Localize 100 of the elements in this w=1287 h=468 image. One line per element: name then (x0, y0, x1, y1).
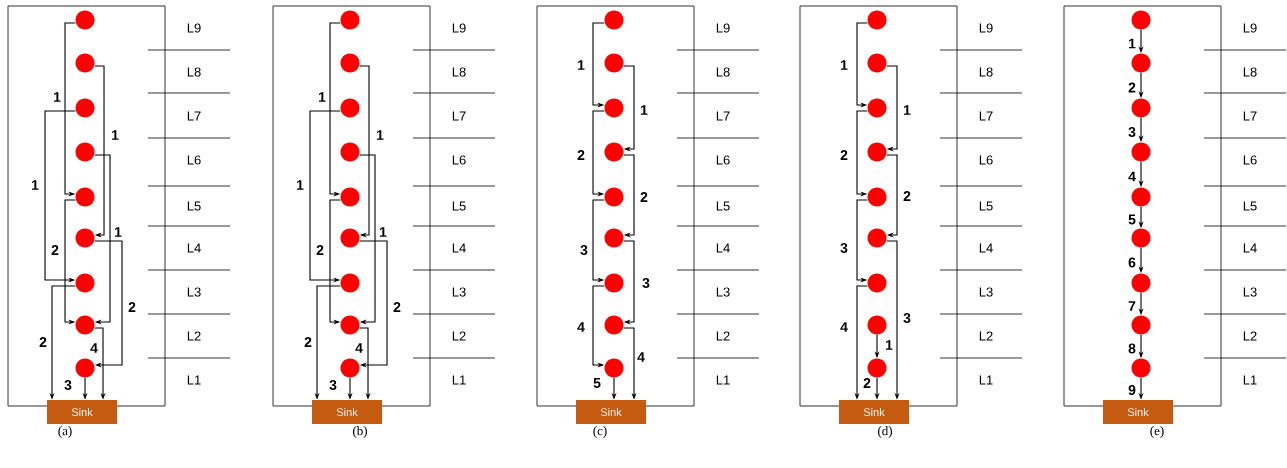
sensor-node (340, 98, 360, 118)
sensor-node (604, 53, 624, 73)
layer-label: L2 (1243, 331, 1257, 341)
edge-label: 5 (593, 378, 601, 388)
edge-label: 3 (1128, 127, 1136, 137)
edge-label: 3 (642, 278, 650, 288)
layer-label: L2 (979, 331, 993, 341)
sensor-node (867, 142, 887, 162)
edge-label: 1 (297, 180, 304, 190)
layer-label: L5 (187, 201, 201, 211)
edge-label: 2 (316, 245, 324, 255)
layer-label: L1 (452, 375, 466, 385)
edge-label: 1 (32, 180, 39, 190)
layer-label: L6 (716, 155, 730, 165)
edge-label: 3 (840, 243, 848, 253)
layer-label: L5 (716, 201, 730, 211)
arrow (94, 65, 105, 238)
edge-label: 2 (1128, 82, 1136, 93)
layer-label: L6 (979, 155, 993, 165)
layer-label: L7 (716, 111, 730, 121)
layer-label: L4 (452, 243, 466, 253)
sensor-node (867, 98, 887, 118)
sink-box: Sink (1103, 400, 1173, 424)
layer-label: L2 (716, 331, 730, 341)
edge-label: 2 (39, 337, 47, 347)
layer-label: L8 (187, 67, 201, 77)
layer-label: L7 (1243, 111, 1257, 121)
sensor-node (75, 273, 95, 293)
sink-box: Sink (839, 400, 909, 424)
edge-label: 5 (1128, 214, 1136, 225)
edge-label: 2 (640, 192, 648, 202)
edge-label: 7 (1128, 301, 1136, 311)
layer-label: L5 (1243, 201, 1257, 211)
layer-label: L6 (452, 155, 466, 165)
layer-label: L4 (1243, 243, 1257, 253)
edge-label: 4 (840, 322, 848, 332)
edge-label: 2 (393, 302, 401, 312)
layer-label: L6 (187, 155, 201, 165)
edge-label: 4 (90, 343, 98, 353)
edge-label: 1 (641, 105, 648, 115)
sensor-node (1131, 142, 1151, 162)
sink-box: Sink (576, 400, 646, 424)
sensor-node (75, 142, 95, 162)
sensor-node (1131, 10, 1151, 30)
layer-label: L8 (716, 67, 730, 77)
sensor-node (1131, 273, 1151, 293)
layer-label: L5 (452, 201, 466, 211)
layer-label: L1 (187, 375, 201, 385)
sensor-node (340, 10, 360, 30)
sensor-node (75, 228, 95, 248)
layer-label: L7 (187, 111, 201, 121)
sensor-node (1131, 358, 1151, 378)
arrow (94, 240, 123, 368)
sensor-node (867, 53, 887, 73)
sensor-node (1131, 187, 1151, 207)
edge-label: 2 (863, 378, 871, 388)
sensor-node (75, 53, 95, 73)
sensor-node (867, 228, 887, 248)
sensor-node (340, 228, 360, 248)
arrow (359, 154, 376, 325)
arrow (623, 240, 635, 325)
layer-label: L7 (452, 111, 466, 121)
edge-label: 1 (115, 227, 122, 237)
layer-label: L1 (1243, 375, 1257, 385)
sensor-node (75, 10, 95, 30)
sensor-node (340, 273, 360, 293)
sensor-node (604, 10, 624, 30)
edge-label: 1 (112, 130, 119, 140)
sensor-node (604, 228, 624, 248)
arrow (359, 65, 370, 238)
edge-label: 2 (903, 191, 911, 201)
arrow (359, 240, 388, 368)
arrow (94, 154, 111, 325)
edge-label: 8 (1128, 343, 1136, 354)
arrow (886, 65, 898, 152)
layer-label: L3 (452, 287, 466, 297)
sensor-node (867, 10, 887, 30)
layer-label: L3 (1243, 287, 1257, 297)
sensor-node (340, 315, 360, 335)
edge-label: 3 (903, 313, 911, 323)
sensor-node (75, 98, 95, 118)
edge-label: 4 (355, 343, 363, 353)
edge-label: 2 (577, 150, 585, 160)
layer-label: L3 (979, 287, 993, 297)
layer-label: L2 (187, 331, 201, 341)
edge-label: 6 (1128, 257, 1136, 268)
sensor-node (1131, 53, 1151, 73)
sensor-node (867, 273, 887, 293)
edge-label: 1 (578, 60, 585, 70)
edge-label: 1 (841, 60, 848, 70)
sensor-node (604, 358, 624, 378)
sensor-node (867, 358, 887, 378)
sensor-node (604, 142, 624, 162)
layer-label: L4 (716, 243, 730, 253)
layer-label: L9 (979, 23, 993, 33)
sensor-node (1131, 98, 1151, 118)
edge-label: 4 (637, 352, 645, 362)
sink-box: Sink (312, 400, 382, 424)
sensor-node (1131, 315, 1151, 335)
layer-label: L4 (187, 243, 201, 253)
